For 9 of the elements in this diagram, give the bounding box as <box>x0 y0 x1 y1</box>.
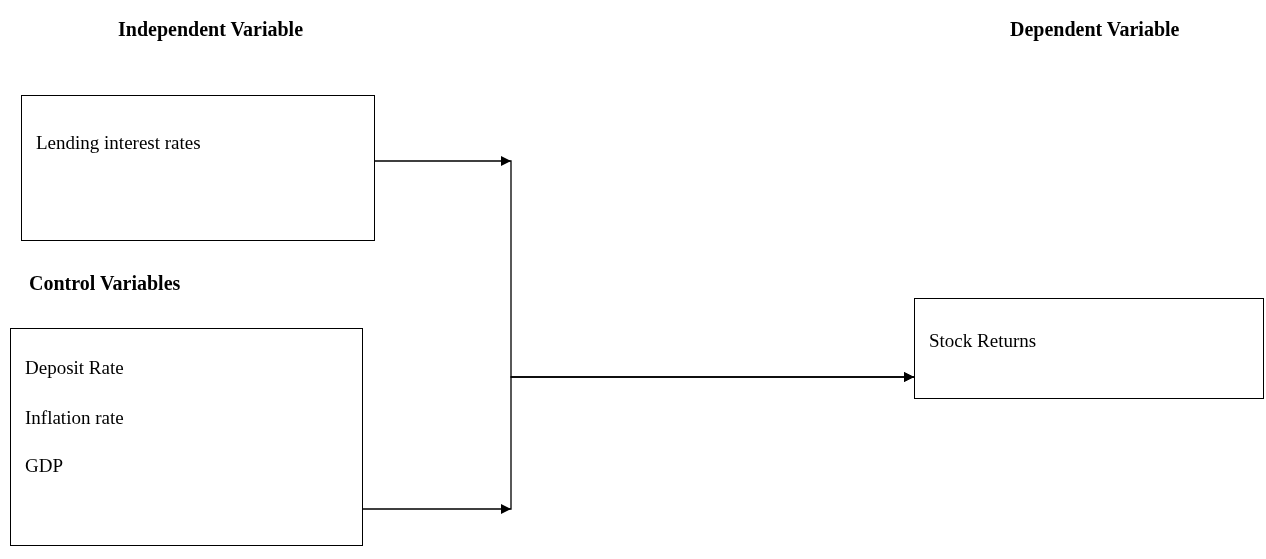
variable-heading: Control Variables <box>29 272 181 295</box>
variable-label: Lending interest rates <box>36 132 201 154</box>
variable-label: Deposit Rate <box>25 357 124 379</box>
column-heading: Dependent Variable <box>1010 18 1180 41</box>
variable-heading: Independent Variable <box>118 18 304 41</box>
variable-label: Stock Returns <box>929 330 1037 352</box>
arrow <box>362 372 915 510</box>
variable-label: Inflation rate <box>25 407 124 429</box>
variable-label: GDP <box>25 455 63 477</box>
